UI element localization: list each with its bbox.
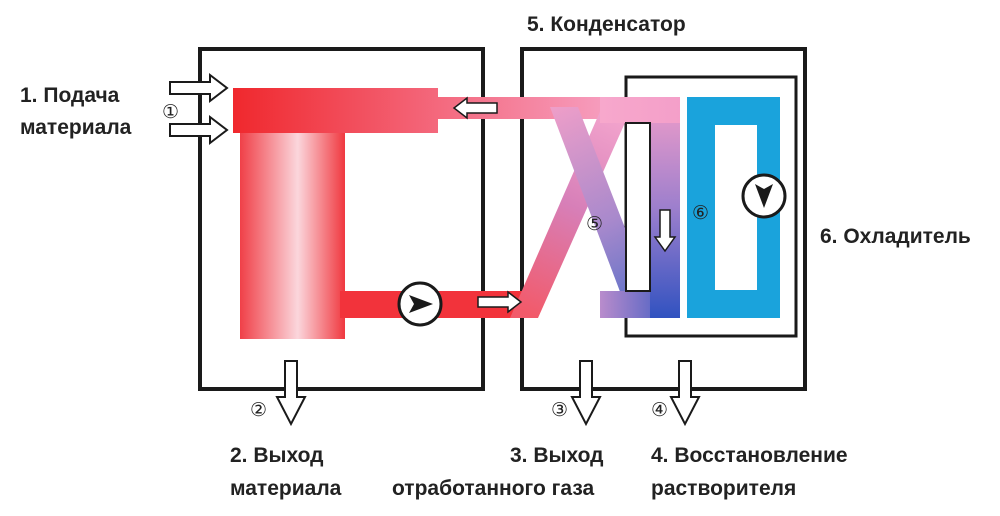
condenser-gap: [625, 122, 651, 292]
return-arrow-icon: [452, 96, 498, 120]
marker-4: ④: [651, 399, 668, 421]
pump-icon: [397, 281, 443, 327]
recovery-arrow-icon: [669, 360, 701, 427]
material-out-label: 2. Выход: [230, 444, 324, 467]
marker-6: ⑥: [692, 202, 709, 224]
marker-1: ①: [162, 101, 179, 123]
outlet-arrow-icon: [477, 290, 523, 314]
down-arrow-icon: [653, 209, 677, 253]
feed-arrow-icon: [169, 72, 229, 104]
recovery-label: 4. Восстановление: [651, 444, 848, 467]
material-out-label: материала: [230, 477, 342, 500]
vessel: [240, 127, 345, 339]
dryer-frame: [198, 47, 485, 391]
marker-2: ②: [250, 399, 267, 421]
coolant-pump-icon: [741, 173, 787, 219]
cooler-label: 6. Охладитель: [820, 225, 971, 248]
coolant-loop: [687, 97, 780, 318]
condenser-frame: [520, 47, 807, 391]
material-out-arrow-icon: [275, 360, 307, 427]
exhaust-label: 3. Выход: [510, 444, 604, 467]
upper-right-run: [600, 97, 680, 123]
marker-3: ③: [551, 399, 568, 421]
feed-label: материала: [20, 116, 132, 139]
top-duct: [233, 88, 640, 133]
exhaust-label: отработанного газа: [392, 477, 595, 500]
feed-arrow-icon: [169, 114, 229, 146]
feed-label: 1. Подача: [20, 84, 120, 107]
exhaust-arrow-icon: [570, 360, 602, 427]
marker-5: ⑤: [586, 213, 603, 235]
recovery-label: растворителя: [651, 477, 796, 500]
diagonal-up-duct: [510, 107, 632, 318]
condenser-channel: [650, 97, 680, 318]
condenser-label: 5. Конденсатор: [527, 13, 686, 36]
